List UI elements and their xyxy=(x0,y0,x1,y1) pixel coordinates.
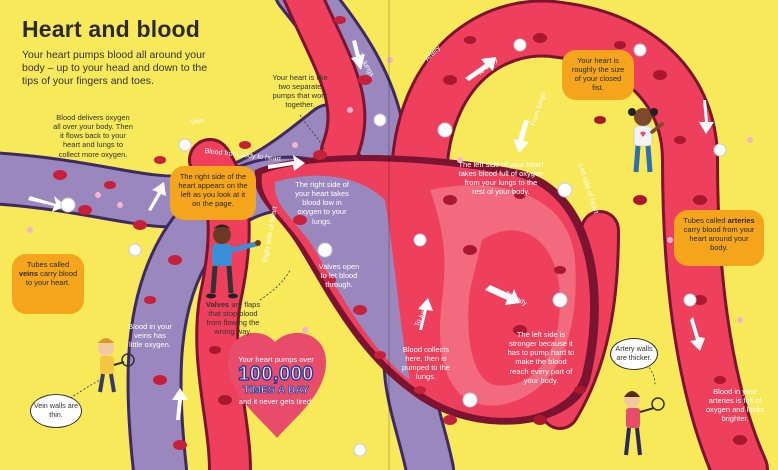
bubble-vein-walls: Vein walls are thin. xyxy=(30,394,82,428)
callout-veins-post: carry blood to your heart. xyxy=(25,269,78,288)
heart-badge-text: Your heart pumps over 100,000 TIMES A DA… xyxy=(226,355,326,406)
text-veins-little-oxygen: Blood in your veins has little oxygen. xyxy=(128,322,172,350)
callout-veins: Tubes called veins carry blood to your h… xyxy=(12,254,84,314)
text-blood-collects: Blood collects here, then is pumped to t… xyxy=(402,345,450,382)
heart-badge-shape xyxy=(228,332,326,438)
heart-badge-line1: Your heart pumps over xyxy=(238,355,314,364)
text-valves-rest: are flaps that stop blood from flowing t… xyxy=(206,300,261,337)
callout-fist-size: Your heart is roughly the size of your c… xyxy=(562,50,634,100)
kid-with-magnifier-right xyxy=(624,391,665,456)
callout-arteries: Tubes called arteries carry blood from y… xyxy=(674,210,764,266)
callout-arteries-word: arteries xyxy=(727,216,755,225)
callout-arteries-post: carry blood from your heart around your … xyxy=(683,225,755,253)
heart-badge-line2: and it never gets tired. xyxy=(238,396,314,406)
text-arteries-full: Blood in your arteries is full of oxygen… xyxy=(705,387,765,424)
platelets xyxy=(27,57,753,333)
callout-right-side-appears: The right side of the heart appears on t… xyxy=(170,166,256,220)
text-left-side-takes: The left side of your heart takes blood … xyxy=(458,160,544,197)
flow-arrows xyxy=(28,40,714,420)
red-blood-cells xyxy=(53,16,747,450)
text-right-side-takes: The right side of your heart takes blood… xyxy=(295,180,349,226)
text-valves-word: Valves xyxy=(205,300,230,309)
text-valves-open: Valves open to let blood through. xyxy=(318,262,360,290)
text-blood-delivers: Blood delivers oxygen all over your body… xyxy=(53,113,133,159)
heart-badge-times: TIMES A DAY xyxy=(243,384,310,397)
white-blood-cells xyxy=(60,38,727,457)
boy-figure xyxy=(206,224,261,299)
page-title: Heart and blood xyxy=(22,16,201,42)
intro-paragraph: Your heart pumps blood all around your b… xyxy=(22,49,208,88)
bubble-artery-walls: Artery walls are thicker. xyxy=(610,338,658,370)
text-left-stronger: The left side is stronger because it has… xyxy=(507,330,575,385)
text-valves-definition: Valves are flaps that stop blood from fl… xyxy=(200,300,266,337)
callout-veins-pre: Tubes called xyxy=(26,260,70,269)
kid-with-magnifier xyxy=(98,338,135,393)
girl-figure xyxy=(628,108,664,173)
text-two-pumps: Your heart is like two separate pumps th… xyxy=(272,73,328,110)
heart-badge-number: 100,000 xyxy=(237,363,314,385)
callout-veins-word: veins xyxy=(18,269,38,279)
callout-arteries-pre: Tubes called xyxy=(683,216,728,225)
